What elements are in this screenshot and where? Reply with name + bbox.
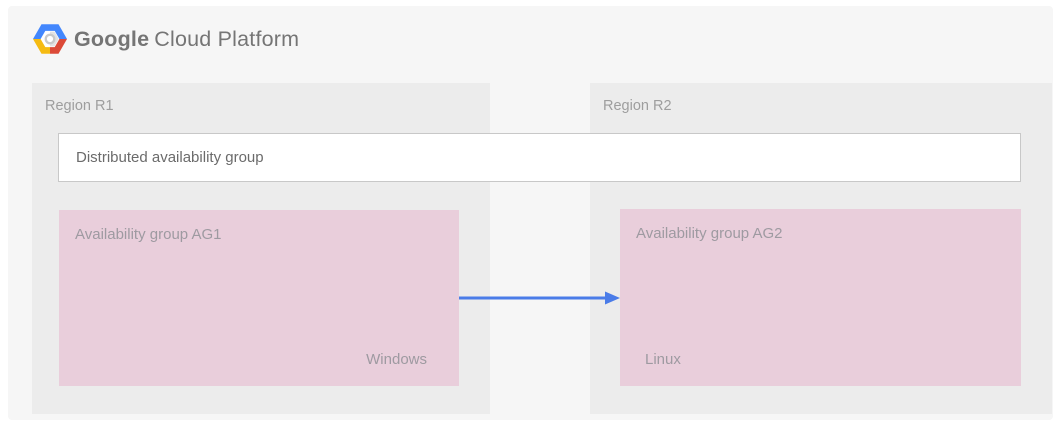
availability-group-ag1-box: Availability group AG1 Windows [59, 210, 459, 386]
google-cloud-platform-icon [33, 24, 67, 54]
wordmark-google: Google [74, 27, 150, 51]
distributed-availability-group-box: Distributed availability group [58, 133, 1021, 182]
region-r1-label: Region R1 [45, 98, 114, 114]
availability-group-ag1-label: Availability group AG1 [75, 226, 222, 243]
distributed-availability-group-label: Distributed availability group [76, 149, 264, 166]
replication-arrow-icon [459, 291, 620, 305]
availability-group-ag2-box: Availability group AG2 Linux [620, 209, 1021, 386]
ag2-os-label-linux: Linux [645, 351, 681, 368]
availability-group-ag2-label: Availability group AG2 [636, 225, 783, 242]
ag1-os-label-windows: Windows [366, 351, 427, 368]
wordmark-cloud-platform: Cloud Platform [154, 27, 300, 51]
region-r2-label: Region R2 [603, 98, 672, 114]
